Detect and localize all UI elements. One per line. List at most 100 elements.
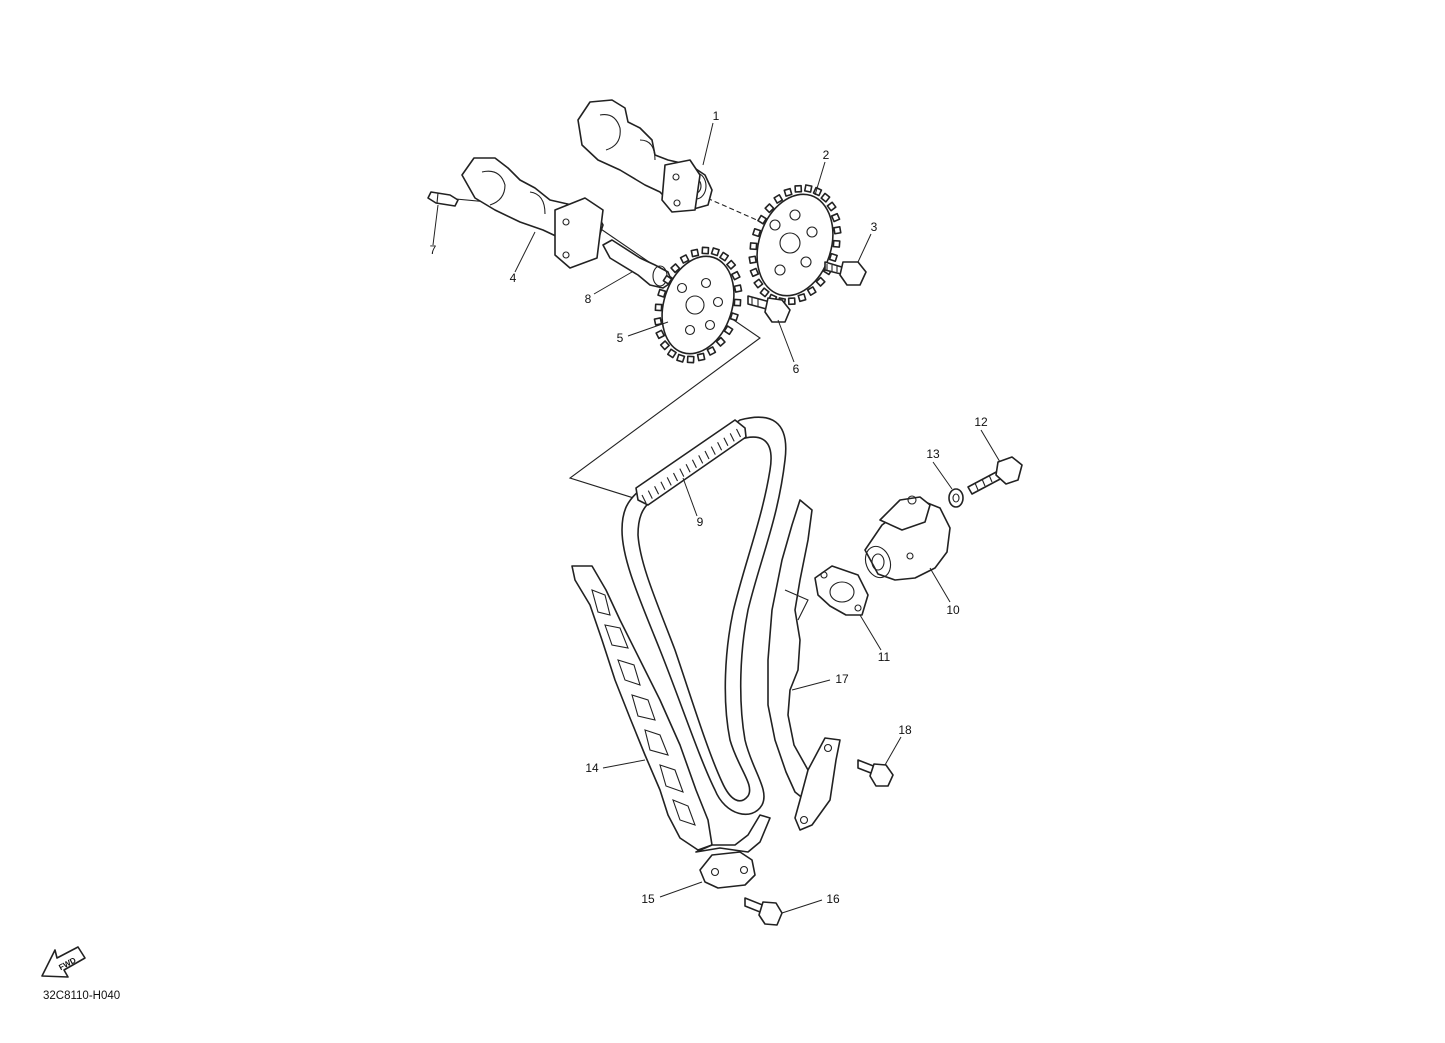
- sprocket-tooth: [662, 274, 673, 285]
- sprocket-tooth: [749, 267, 760, 278]
- sprocket-tooth: [670, 263, 681, 274]
- camshaft-lower[interactable]: [461, 157, 604, 269]
- callout-17: 17: [835, 672, 849, 686]
- chain-link: [691, 459, 697, 469]
- camshaft-upper[interactable]: [577, 99, 713, 213]
- chain-link: [673, 472, 678, 482]
- sprocket-tooth: [803, 184, 813, 193]
- sprocket-tooth: [733, 284, 743, 293]
- sprocket-tooth: [654, 303, 663, 312]
- sprocket-tooth: [726, 259, 737, 270]
- sprocket-tooth: [710, 247, 720, 257]
- sprocket-tooth: [773, 194, 784, 204]
- callout-15: 15: [641, 892, 655, 906]
- sprocket-tooth: [820, 192, 831, 203]
- chain-guide-left[interactable]: [571, 565, 771, 853]
- chain-link: [723, 437, 729, 447]
- sprocket-tooth: [731, 270, 741, 281]
- callout-4: 4: [510, 271, 517, 285]
- sprocket-tooth: [783, 187, 793, 197]
- sprocket-tooth: [686, 355, 695, 364]
- sprocket-tooth: [715, 336, 726, 347]
- sprocket-tooth: [787, 297, 796, 306]
- sprocket-tooth: [653, 317, 663, 326]
- chain-tensioner[interactable]: [861, 495, 951, 581]
- sprocket-tooth: [833, 226, 842, 235]
- sprocket-tooth: [794, 184, 803, 193]
- sprocket-tooth: [676, 353, 686, 363]
- sprocket-tooth: [749, 242, 758, 251]
- callout-18: 18: [898, 723, 912, 737]
- callout-16: 16: [826, 892, 840, 906]
- chain-link: [717, 441, 723, 451]
- callout-8: 8: [585, 292, 592, 306]
- chain-link: [704, 450, 710, 460]
- sprocket-tooth: [759, 287, 770, 298]
- callout-11: 11: [878, 650, 891, 664]
- callout-2: 2: [823, 148, 830, 162]
- chain-link: [660, 481, 666, 491]
- sprocket-tooth: [826, 201, 837, 212]
- sprocket-tooth: [657, 288, 667, 298]
- dowel-pin[interactable]: [427, 191, 459, 207]
- callout-7: 7: [430, 243, 437, 257]
- callout-6: 6: [793, 362, 800, 376]
- sprocket-bolt-lower[interactable]: [747, 295, 791, 323]
- callout-labels: 1 2 3 4 5 6 7 8 9 10 11 12 13 14 15 16 1…: [430, 109, 988, 906]
- sprocket-tooth: [752, 227, 762, 238]
- sprocket-lower[interactable]: [650, 246, 746, 364]
- sprocket-tooth: [659, 340, 670, 351]
- sprocket-tooth: [690, 248, 700, 258]
- timing-chain[interactable]: [621, 416, 787, 816]
- chain-link: [710, 446, 716, 455]
- chain-link: [729, 433, 735, 442]
- tensioner-bolt[interactable]: [967, 456, 1023, 495]
- chain-link: [679, 468, 685, 477]
- sprocket-tooth: [723, 325, 734, 336]
- sprocket-tooth: [828, 252, 838, 263]
- decompression-shaft[interactable]: [602, 239, 673, 289]
- sprocket-tooth: [806, 286, 817, 296]
- sprocket-tooth: [797, 293, 807, 303]
- sprocket-upper[interactable]: [745, 184, 846, 306]
- callout-9: 9: [697, 515, 704, 529]
- sprocket-tooth: [729, 312, 739, 322]
- sprocket-tooth: [679, 254, 690, 264]
- sprocket-tooth: [696, 352, 706, 362]
- sprocket-tooth: [701, 246, 710, 255]
- chain-link: [647, 490, 653, 499]
- sprocket-tooth: [832, 239, 841, 248]
- tensioner-gasket[interactable]: [814, 565, 869, 616]
- sprocket-tooth: [655, 329, 665, 340]
- chain-link: [641, 494, 647, 504]
- chain-guide-tensioner[interactable]: [767, 499, 841, 831]
- sprocket-tooth: [666, 348, 677, 359]
- sprocket-tooth: [753, 278, 764, 289]
- sprocket-tooth: [719, 251, 730, 262]
- diagram-code: 32C8110-H040: [43, 990, 120, 1002]
- callout-14: 14: [585, 761, 599, 775]
- forward-direction-arrow-icon: FWD: [41, 946, 86, 978]
- chain-link: [736, 428, 741, 438]
- sprocket-tooth: [757, 214, 768, 225]
- chain-link: [685, 463, 691, 473]
- sprocket-bolt-upper[interactable]: [824, 261, 867, 286]
- sprocket-tooth: [706, 346, 717, 356]
- callout-13: 13: [926, 447, 940, 461]
- callout-12: 12: [974, 415, 988, 429]
- chain-guide-bracket[interactable]: [699, 851, 756, 889]
- sprocket-tooth: [764, 203, 775, 214]
- callout-leaders: [432, 122, 1001, 914]
- guide-bolt-right[interactable]: [857, 759, 894, 787]
- callout-1: 1: [713, 109, 720, 123]
- guide-bolt-lower[interactable]: [744, 897, 783, 926]
- chain-link: [698, 455, 704, 464]
- callout-5: 5: [617, 331, 624, 345]
- chain-link: [666, 477, 672, 486]
- callout-3: 3: [871, 220, 878, 234]
- sprocket-tooth: [748, 255, 757, 264]
- tensioner-washer[interactable]: [948, 488, 964, 508]
- sprocket-tooth: [830, 212, 841, 223]
- chain-link: [654, 485, 660, 495]
